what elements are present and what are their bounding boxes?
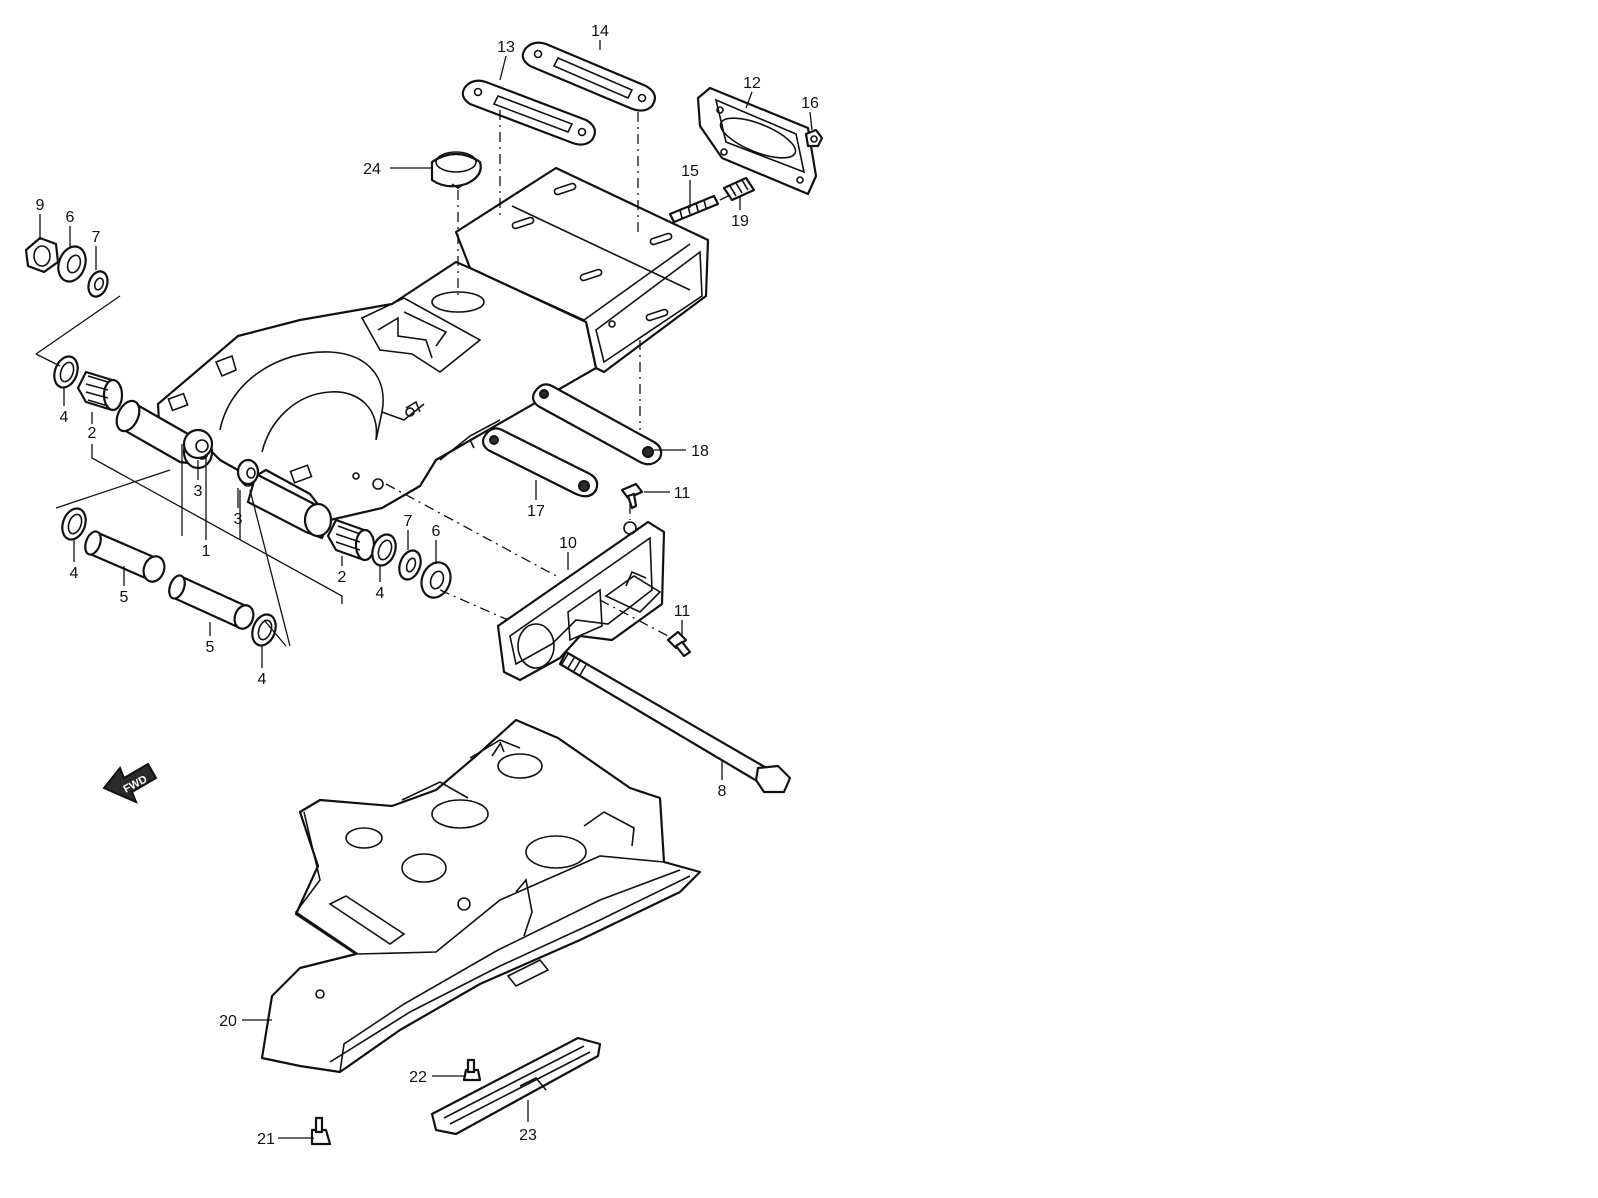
nut-16 bbox=[804, 128, 824, 148]
cap-24 bbox=[430, 151, 482, 189]
callout-11-lower: 11 bbox=[674, 603, 691, 620]
seal-4-bottom bbox=[251, 613, 277, 647]
plate-14 bbox=[521, 41, 657, 112]
callout-6-left: 6 bbox=[66, 209, 75, 226]
callout-7-left: 7 bbox=[92, 229, 101, 246]
callout-7-right: 7 bbox=[404, 513, 413, 530]
skid-plate-20 bbox=[260, 718, 702, 1074]
nut-19 bbox=[722, 176, 756, 202]
callout-8: 8 bbox=[718, 783, 727, 800]
callout-2-top: 2 bbox=[88, 425, 97, 442]
guard-23 bbox=[430, 1036, 602, 1136]
callout-2-bottom: 2 bbox=[338, 569, 347, 586]
callout-5-b: 5 bbox=[206, 639, 215, 656]
washer-6-left bbox=[57, 245, 87, 283]
axle-bolt-8 bbox=[558, 650, 792, 794]
callout-16: 16 bbox=[801, 95, 819, 112]
assembly-lines bbox=[35, 110, 741, 647]
plate-13 bbox=[461, 79, 597, 146]
callout-4-mid-right: 4 bbox=[376, 585, 385, 602]
callout-24: 24 bbox=[363, 161, 381, 178]
seal-4-mid-right bbox=[371, 533, 397, 567]
collar-3-b bbox=[236, 458, 260, 486]
callout-12: 12 bbox=[743, 75, 761, 92]
seal-4-mid-left bbox=[61, 507, 87, 541]
callout-15: 15 bbox=[681, 163, 699, 180]
callout-3-a: 3 bbox=[194, 483, 203, 500]
stud-15 bbox=[668, 194, 720, 224]
cover-12 bbox=[696, 86, 818, 196]
callout-18: 18 bbox=[691, 443, 709, 460]
callout-20: 20 bbox=[219, 1013, 237, 1030]
sleeve-5-b bbox=[168, 574, 255, 630]
callout-5-a: 5 bbox=[120, 589, 129, 606]
callout-21: 21 bbox=[257, 1131, 275, 1148]
bearing-2-bottom bbox=[326, 518, 376, 562]
callout-4-bottom: 4 bbox=[258, 671, 267, 688]
bearing-2-top bbox=[76, 370, 124, 412]
callout-14: 14 bbox=[591, 23, 609, 40]
washer-7-left bbox=[87, 270, 109, 298]
callout-4-top: 4 bbox=[60, 409, 69, 426]
callout-4-mid-left: 4 bbox=[70, 565, 79, 582]
callout-10: 10 bbox=[559, 535, 577, 552]
callout-19: 19 bbox=[731, 213, 749, 230]
bolt-11-upper bbox=[620, 482, 644, 510]
fwd-arrow-icon: FWD bbox=[102, 762, 158, 804]
callout-9: 9 bbox=[36, 197, 45, 214]
nut-9 bbox=[24, 236, 60, 274]
callout-11-upper: 11 bbox=[674, 485, 691, 502]
sleeve-5-a bbox=[84, 530, 166, 583]
bolt-22 bbox=[462, 1058, 482, 1082]
link-18 bbox=[531, 383, 663, 466]
callout-17: 17 bbox=[527, 503, 545, 520]
washer-7-right bbox=[398, 549, 422, 581]
callout-labels: 1 2 2 3 3 4 4 4 4 5 5 6 6 7 7 8 9 10 11 … bbox=[36, 23, 819, 1148]
link-17 bbox=[481, 427, 599, 498]
callout-6-right: 6 bbox=[432, 523, 441, 540]
swing-arm bbox=[115, 166, 710, 540]
washer-6-right bbox=[420, 561, 452, 599]
collar-3-a bbox=[182, 428, 214, 460]
callout-22: 22 bbox=[409, 1069, 427, 1086]
seal-4-top bbox=[53, 355, 79, 389]
callout-3-b: 3 bbox=[234, 511, 243, 528]
bolt-21 bbox=[310, 1116, 332, 1146]
callout-1: 1 bbox=[202, 543, 211, 560]
callout-23: 23 bbox=[519, 1127, 537, 1144]
bracket-10 bbox=[496, 520, 666, 682]
callout-leaders bbox=[39, 40, 813, 1139]
cap-hole bbox=[431, 291, 485, 313]
callout-13: 13 bbox=[497, 39, 515, 56]
bolt-11-lower bbox=[666, 630, 692, 658]
